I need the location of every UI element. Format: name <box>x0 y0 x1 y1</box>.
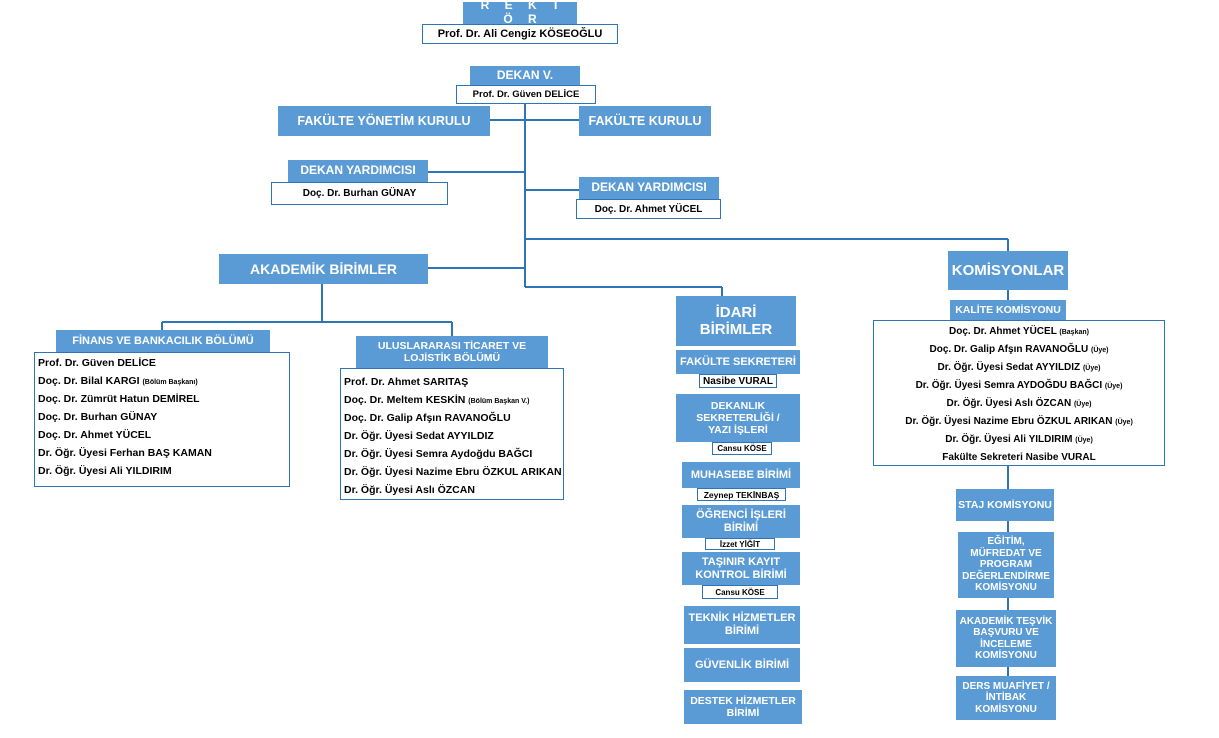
kalite-komisyonu-header: KALİTE KOMİSYONU <box>950 300 1066 320</box>
idari-title-line2: BİRİMLER <box>699 321 773 338</box>
dekanlik-line3: YAZI İŞLERİ <box>708 424 768 437</box>
rektor-name: Prof. Dr. Ali Cengiz KÖSEOĞLU <box>422 24 618 44</box>
tasinir-line2: KONTROL BİRİMİ <box>695 568 787 581</box>
list-item: Doç. Dr. Galip Afşın RAVANOĞLU <box>344 412 511 424</box>
muafiyet-line2: İNTİBAK <box>985 692 1027 704</box>
tesvik-line1: AKADEMİK TEŞVİK <box>959 615 1053 627</box>
guvenlik-birimi-header: GÜVENLİK BİRİMİ <box>684 648 800 682</box>
komisyonlar-header: KOMİSYONLAR <box>948 251 1068 290</box>
staj-komisyonu: STAJ KOMİSYONU <box>956 489 1054 521</box>
egitim-line5: KOMİSYONU <box>975 582 1037 594</box>
finans-bolumu-members: Prof. Dr. Güven DELİCE Doç. Dr. Bilal KA… <box>34 352 290 487</box>
tasinir-line1: TAŞINIR KAYIT <box>701 555 781 568</box>
list-item: Dr. Öğr. Üyesi Ferhan BAŞ KAMAN <box>38 447 212 459</box>
akademik-birimler-header: AKADEMİK BİRİMLER <box>219 254 428 284</box>
list-item: Dr. Öğr. Üyesi Aslı ÖZCAN <box>344 484 475 496</box>
egitim-line3: PROGRAM <box>979 559 1033 571</box>
tesvik-line3: İNCELEME <box>980 638 1032 650</box>
list-item: Dr. Öğr. Üyesi Ali YILDIRIM <box>38 465 172 477</box>
akademik-tesvik-komisyonu: AKADEMİK TEŞVİK BAŞVURU VE İNCELEME KOMİ… <box>956 610 1056 667</box>
egitim-line2: MÜFREDAT VE <box>970 547 1042 559</box>
fakulte-yonetim-kurulu: FAKÜLTE YÖNETİM KURULU <box>278 106 490 136</box>
destek-hizmetler-header: DESTEK HİZMETLER BİRİMİ <box>684 690 802 724</box>
list-item: Doç. Dr. Bilal KARGI (Bölüm Başkanı) <box>38 375 198 387</box>
tesvik-line2: BAŞVURU VE <box>973 627 1039 638</box>
dekan-title: DEKAN V. <box>470 66 580 85</box>
list-item: Dr. Öğr. Üyesi Sedat AYYILDIZ <box>344 430 494 442</box>
list-item: Dr. Öğr. Üyesi Nazime Ebru ÖZKUL ARIKAN … <box>905 416 1133 427</box>
idari-birimler-header: İDARİ BİRİMLER <box>676 296 796 346</box>
tasinir-kayit-header: TAŞINIR KAYIT KONTROL BİRİMİ <box>682 552 800 585</box>
muhasebe-birimi-name: Zeynep TEKİNBAŞ <box>697 488 786 501</box>
dekanlik-line2: SEKRETERLİĞİ / <box>696 411 780 424</box>
egitim-line1: EĞİTİM, <box>987 536 1025 548</box>
muafiyet-line1: DERS MUAFİYET / <box>962 680 1050 692</box>
list-item: Dr. Öğr. Üyesi Semra AYDOĞDU BAĞCI (Üye) <box>915 380 1123 391</box>
list-item: Doç. Dr. Ahmet YÜCEL <box>38 429 152 441</box>
dekanlik-sekreterligi-name: Cansu KÖSE <box>712 442 772 455</box>
list-item: Prof. Dr. Ahmet SARITAŞ <box>344 376 469 388</box>
dekan-yardimcisi-1-name: Doç. Dr. Burhan GÜNAY <box>271 182 448 205</box>
ogrenci-isleri-name: İzzet YİĞİT <box>705 538 775 550</box>
dekanlik-line1: DEKANLIK <box>710 399 766 412</box>
kalite-komisyonu-members: Doç. Dr. Ahmet YÜCEL (Başkan) Doç. Dr. G… <box>873 320 1165 466</box>
dekan-yardimcisi-2-name: Doç. Dr. Ahmet YÜCEL <box>576 199 721 219</box>
dekanlik-sekreterligi-header: DEKANLIK SEKRETERLİĞİ / YAZI İŞLERİ <box>676 394 800 442</box>
uluslararasi-title-line2: LOJİSTİK BÖLÜMÜ <box>403 352 501 364</box>
fakulte-kurulu: FAKÜLTE KURULU <box>579 106 711 136</box>
uluslararasi-bolumu-header: ULUSLARARASI TİCARET VE LOJİSTİK BÖLÜMÜ <box>356 336 548 368</box>
dekan-yardimcisi-2-title: DEKAN YARDIMCISI <box>579 177 719 199</box>
list-item: Dr. Öğr. Üyesi Sedat AYYILDIZ (Üye) <box>937 362 1101 373</box>
finans-bolumu-header: FİNANS VE BANKACILIK BÖLÜMÜ <box>56 330 270 352</box>
list-item: Doç. Dr. Galip Afşın RAVANOĞLU (Üye) <box>929 344 1109 355</box>
list-item: Dr. Öğr. Üyesi Aslı ÖZCAN (Üye) <box>946 398 1092 409</box>
tasinir-kayit-name: Cansu KÖSE <box>702 585 778 599</box>
list-item: Doç. Dr. Ahmet YÜCEL (Başkan) <box>949 326 1089 337</box>
egitim-mufredat-komisyonu: EĞİTİM, MÜFREDAT VE PROGRAM DEĞERLENDİRM… <box>958 532 1054 598</box>
teknik-line1: TEKNİK HİZMETLER <box>688 612 796 625</box>
fakulte-sekreteri-header: FAKÜLTE SEKRETERİ <box>676 350 800 374</box>
ogrenci-line2: BİRİMİ <box>723 521 759 534</box>
uluslararasi-title-line1: ULUSLARARASI TİCARET VE <box>377 339 527 352</box>
teknik-hizmetler-header: TEKNİK HİZMETLER BİRİMİ <box>684 606 800 644</box>
ogrenci-isleri-header: ÖĞRENCİ İŞLERİ BİRİMİ <box>682 505 800 538</box>
dekan-name: Prof. Dr. Güven DELİCE <box>456 85 596 104</box>
list-item: Prof. Dr. Güven DELİCE <box>38 357 156 369</box>
destek-line2: BİRİMİ <box>726 707 760 719</box>
ders-muafiyet-komisyonu: DERS MUAFİYET / İNTİBAK KOMİSYONU <box>956 676 1056 720</box>
ogrenci-line1: ÖĞRENCİ İŞLERİ <box>696 508 786 521</box>
egitim-line4: DEĞERLENDİRME <box>962 570 1050 582</box>
rektor-title: R E K T Ö R <box>463 0 577 26</box>
fakulte-sekreteri-name: Nasibe VURAL <box>699 374 777 388</box>
list-item: Dr. Öğr. Üyesi Semra Aydoğdu BAĞCI <box>344 448 533 460</box>
list-item: Doç. Dr. Zümrüt Hatun DEMİREL <box>38 393 200 405</box>
muhasebe-birimi-header: MUHASEBE BİRİMİ <box>682 462 800 488</box>
list-item: Doç. Dr. Meltem KESKİN (Bölüm Başkan V.) <box>344 394 530 406</box>
dekan-yardimcisi-1-title: DEKAN YARDIMCISI <box>288 160 428 182</box>
list-item: Fakülte Sekreteri Nasibe VURAL <box>942 452 1096 463</box>
teknik-line2: BİRİMİ <box>724 625 760 637</box>
list-item: Dr. Öğr. Üyesi Ali YILDIRIM (Üye) <box>945 434 1093 445</box>
list-item: Doç. Dr. Burhan GÜNAY <box>38 411 158 423</box>
idari-title-line1: İDARİ <box>715 303 757 321</box>
list-item: Dr. Öğr. Üyesi Nazime Ebru ÖZKUL ARIKAN <box>344 466 562 478</box>
tesvik-line4: KOMİSYONU <box>975 650 1037 661</box>
muafiyet-line3: KOMİSYONU <box>975 703 1037 715</box>
destek-line1: DESTEK HİZMETLER <box>690 694 796 707</box>
uluslararasi-bolumu-members: Prof. Dr. Ahmet SARITAŞ Doç. Dr. Meltem … <box>340 368 564 500</box>
